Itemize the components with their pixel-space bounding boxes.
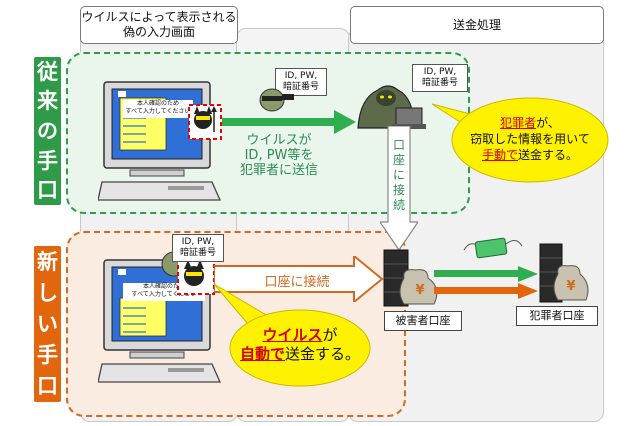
money-flying-icon xyxy=(463,237,523,259)
virus-callout-bubble xyxy=(213,283,371,387)
transfer-arrows xyxy=(434,266,538,299)
connect-text-vertical: 口 座 に 接 続 xyxy=(392,138,405,212)
send-arrow-old xyxy=(222,110,356,134)
criminal-callout-bubble xyxy=(431,97,609,183)
criminal-bank-icon xyxy=(539,243,589,303)
virus-on-screen-icon xyxy=(188,104,222,140)
connect-arrow-vertical xyxy=(380,126,418,252)
connect-arrow-horizontal xyxy=(214,256,384,302)
tag-criminal: ID, PW, 暗証番号 xyxy=(412,64,468,92)
virus-callout-text: ウイルスが 自動で送金する。 xyxy=(239,326,361,363)
header-fake-screen: ウイルスによって表示される 偽の入力画面 xyxy=(80,6,238,44)
tag-new-virus: ID, PW, 暗証番号 xyxy=(172,234,224,262)
virus-carrying-icon xyxy=(259,88,294,112)
criminal-callout-text: 犯罪者が、 窃取した情報を用いて 手動で送金する。 xyxy=(470,116,590,162)
connect-text-horizontal: 口座に接続 xyxy=(264,275,330,290)
victim-bank-icon xyxy=(383,249,438,307)
screen-banner-old: 本人確認のため すべて入力してください xyxy=(123,100,193,118)
criminal-bank-label: 犯罪者口座 xyxy=(516,306,598,326)
victim-bank-label: 被害者口座 xyxy=(384,311,462,331)
criminal-yen-label: ¥ xyxy=(566,279,576,294)
tag-old-sent: ID, PW, 暗証番号 xyxy=(275,68,327,96)
old-method-label: 従 来 の 手 口 xyxy=(34,57,61,205)
send-text-old: ウイルスが ID, PW等を 犯罪者に送信 xyxy=(240,133,319,178)
victim-yen-label: ¥ xyxy=(415,283,425,298)
header-transfer: 送金処理 xyxy=(350,6,604,44)
new-method-label: 新 し い 手 口 xyxy=(34,246,61,402)
